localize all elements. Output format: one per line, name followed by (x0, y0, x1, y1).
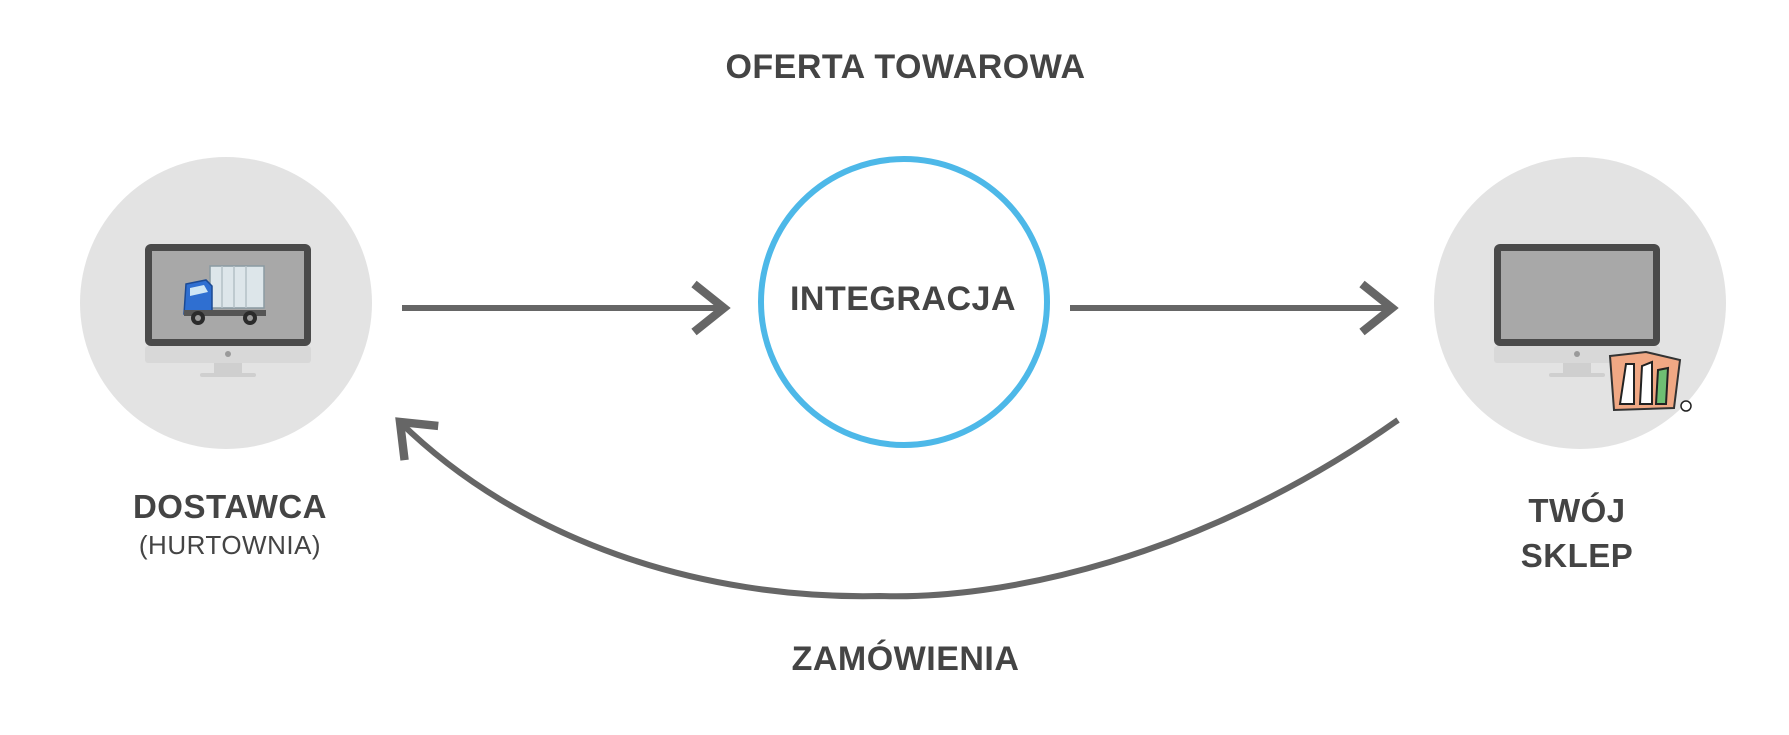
store-monitor-icon (1494, 244, 1660, 377)
supplier-node (80, 157, 372, 449)
arrows (395, 280, 1400, 600)
store-node (1434, 157, 1726, 449)
truck-icon (183, 265, 266, 325)
offer-label: OFERTA TOWAROWA (725, 48, 1086, 86)
supplier-sublabel: (HURTOWNIA) (138, 530, 322, 560)
store-label-line2: SKLEP (1520, 537, 1634, 574)
truck-monitor-icon (145, 244, 311, 377)
integration-node (758, 156, 1050, 448)
shop-logo-icon (1608, 350, 1692, 412)
store-label: TWÓJ SKLEP (1442, 488, 1712, 578)
integration-label: INTEGRACJA (789, 280, 1017, 318)
arrow-store-to-supplier (395, 417, 1400, 600)
orders-label: ZAMÓWIENIA (791, 640, 1020, 678)
supplier-label: DOSTAWCA (132, 488, 328, 525)
store-label-line1: TWÓJ (1528, 492, 1626, 529)
